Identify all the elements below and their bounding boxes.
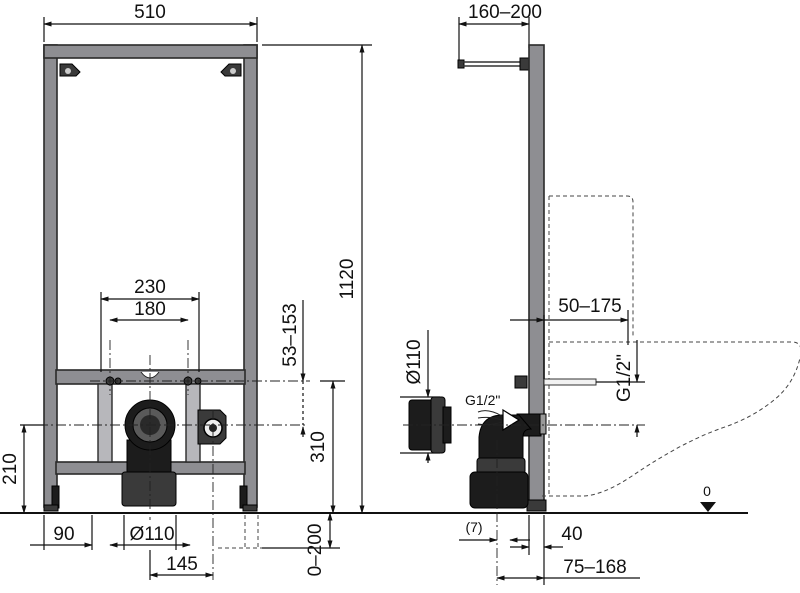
dim-90-label: 90	[53, 524, 74, 545]
thread-label: G1/2"	[465, 392, 500, 408]
dim-width-label: 510	[134, 2, 166, 23]
dim-depth-bottom: 75–168	[496, 557, 640, 581]
dim-210-label: 210	[0, 453, 21, 485]
dim-outlet-projection: 50–175	[510, 296, 629, 379]
toilet-outline	[541, 195, 800, 497]
dim-75-168-label: 75–168	[563, 557, 626, 578]
dim-230-label: 230	[134, 277, 166, 298]
dim-thread-vertical-label: G1/2"	[614, 354, 635, 402]
dim-gap: (7)	[459, 519, 530, 543]
front-view: 510	[0, 2, 372, 580]
dim-0-200-label: 0–200	[305, 524, 326, 577]
dim-40-label: 40	[561, 524, 582, 545]
dim-bolt-height: 53–153	[280, 300, 306, 437]
dim-180-label: 180	[134, 299, 166, 320]
dim-gap-label: (7)	[465, 519, 482, 535]
drain-elbow	[469, 413, 547, 509]
floor-level-label: 0	[703, 483, 711, 499]
dim-depth-top: 160–200	[458, 2, 542, 62]
dim-outlet-spacing-outer: 230	[100, 277, 200, 372]
side-frame	[526, 44, 547, 512]
wall-bracket	[457, 57, 531, 71]
dim-width: 510	[43, 2, 258, 42]
thread-callout: G1/2"	[465, 392, 521, 432]
dim-foot-adjust: 0–200	[218, 512, 340, 577]
dim-thread-vertical: G1/2"	[596, 340, 645, 437]
dim-outlet-spacing-inner: 180	[109, 299, 189, 323]
dim-drain-diameter: Ø110	[109, 515, 191, 550]
dim-foot-offset: 90	[30, 515, 93, 550]
dim-53-153-label: 53–153	[280, 303, 301, 366]
dim-drain-offset: 145	[149, 550, 214, 580]
front-frame	[43, 44, 258, 512]
dim-pipe-diameter-label: Ø110	[404, 339, 425, 384]
dim-1120-label: 1120	[337, 259, 358, 300]
dim-total-height: 1120	[262, 44, 372, 514]
dim-160-200-label: 160–200	[468, 2, 542, 23]
drain-fitting	[121, 399, 177, 507]
side-view: 160–200	[400, 2, 800, 585]
dim-frame-depth: 40	[510, 515, 583, 585]
dim-drain-diameter-label: Ø110	[129, 524, 174, 545]
dim-145-label: 145	[166, 554, 198, 575]
water-pipe	[514, 375, 597, 389]
water-fitting	[197, 409, 227, 445]
dim-drain-height: 310	[308, 380, 345, 514]
dim-310-label: 310	[308, 431, 329, 463]
dim-pipe-diameter: Ø110	[400, 330, 440, 463]
floor-level-marker: 0	[700, 483, 716, 512]
dim-50-175-label: 50–175	[558, 296, 621, 317]
dim-fitting-height: 210	[0, 424, 44, 514]
